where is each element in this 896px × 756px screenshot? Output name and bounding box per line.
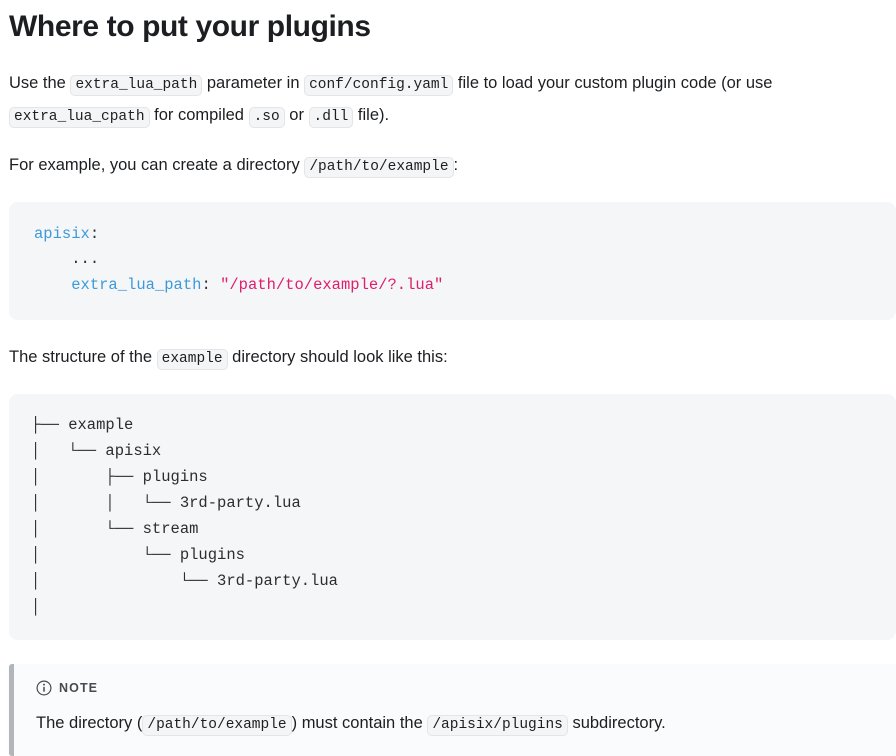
yaml-string-value: "/path/to/example/?.lua" [220,275,444,294]
code-block-directory-tree: ├── example │ └── apisix │ ├── plugins │… [9,394,896,640]
inline-code-extra-lua-path: extra_lua_path [70,74,203,96]
tree-line: │ └── apisix [31,442,162,460]
text-fragment: The directory ( [36,714,143,732]
text-fragment: or [284,105,309,124]
yaml-key: extra_lua_path [71,275,202,294]
tree-line: │ └── 3rd-party.lua [31,572,338,590]
inline-code-apisix-plugins: /apisix/plugins [427,715,568,736]
yaml-punct: : [201,275,221,294]
inline-code-so: .so [248,106,285,128]
inline-code-dll: .dll [308,106,354,128]
text-fragment: parameter in [202,73,305,92]
text-fragment: ) must contain the [291,714,428,732]
paragraph-example: For example, you can create a directory … [9,150,887,182]
tree-line: │ │ └── 3rd-party.lua [31,494,301,512]
text-fragment: subdirectory. [567,714,666,732]
page-title: Where to put your plugins [9,10,371,43]
note-header: NOTE [36,680,876,696]
tree-line: │ ├── plugins [31,468,208,486]
inline-code-path-to-example: /path/to/example [142,715,292,736]
tree-line: │ └── plugins [31,546,245,564]
text-fragment: Use the [9,73,71,92]
info-circle-icon [36,680,52,696]
text-fragment: The structure of the [9,348,157,366]
tree-line: ├── example [31,416,134,434]
inline-code-example: example [156,349,228,370]
text-fragment: directory should look like this: [227,348,448,366]
note-body: The directory (/path/to/example) must co… [36,710,876,738]
paragraph-intro: Use the extra_lua_path parameter in conf… [9,68,887,132]
yaml-ellipsis: ... [71,250,100,268]
note-label: NOTE [59,681,99,695]
tree-line: │ [31,598,41,616]
code-block-yaml: apisix: ... extra_lua_path: "/path/to/ex… [9,201,896,320]
text-fragment: For example, you can create a directory [9,155,305,174]
text-fragment: for compiled [149,105,249,124]
note-admonition: NOTE The directory (/path/to/example) mu… [9,664,896,756]
inline-code-conf-config-yaml: conf/config.yaml [304,74,454,96]
text-fragment: file). [353,105,390,124]
inline-code-path-to-example: /path/to/example [304,156,454,178]
yaml-punct: : [89,224,100,243]
yaml-key: apisix [34,224,90,243]
text-fragment: file to load your custom plugin code (or… [453,73,773,92]
text-fragment: : [453,155,459,174]
tree-line: │ └── stream [31,520,199,538]
paragraph-structure: The structure of the example directory s… [9,342,887,374]
inline-code-extra-lua-cpath: extra_lua_cpath [9,106,150,128]
